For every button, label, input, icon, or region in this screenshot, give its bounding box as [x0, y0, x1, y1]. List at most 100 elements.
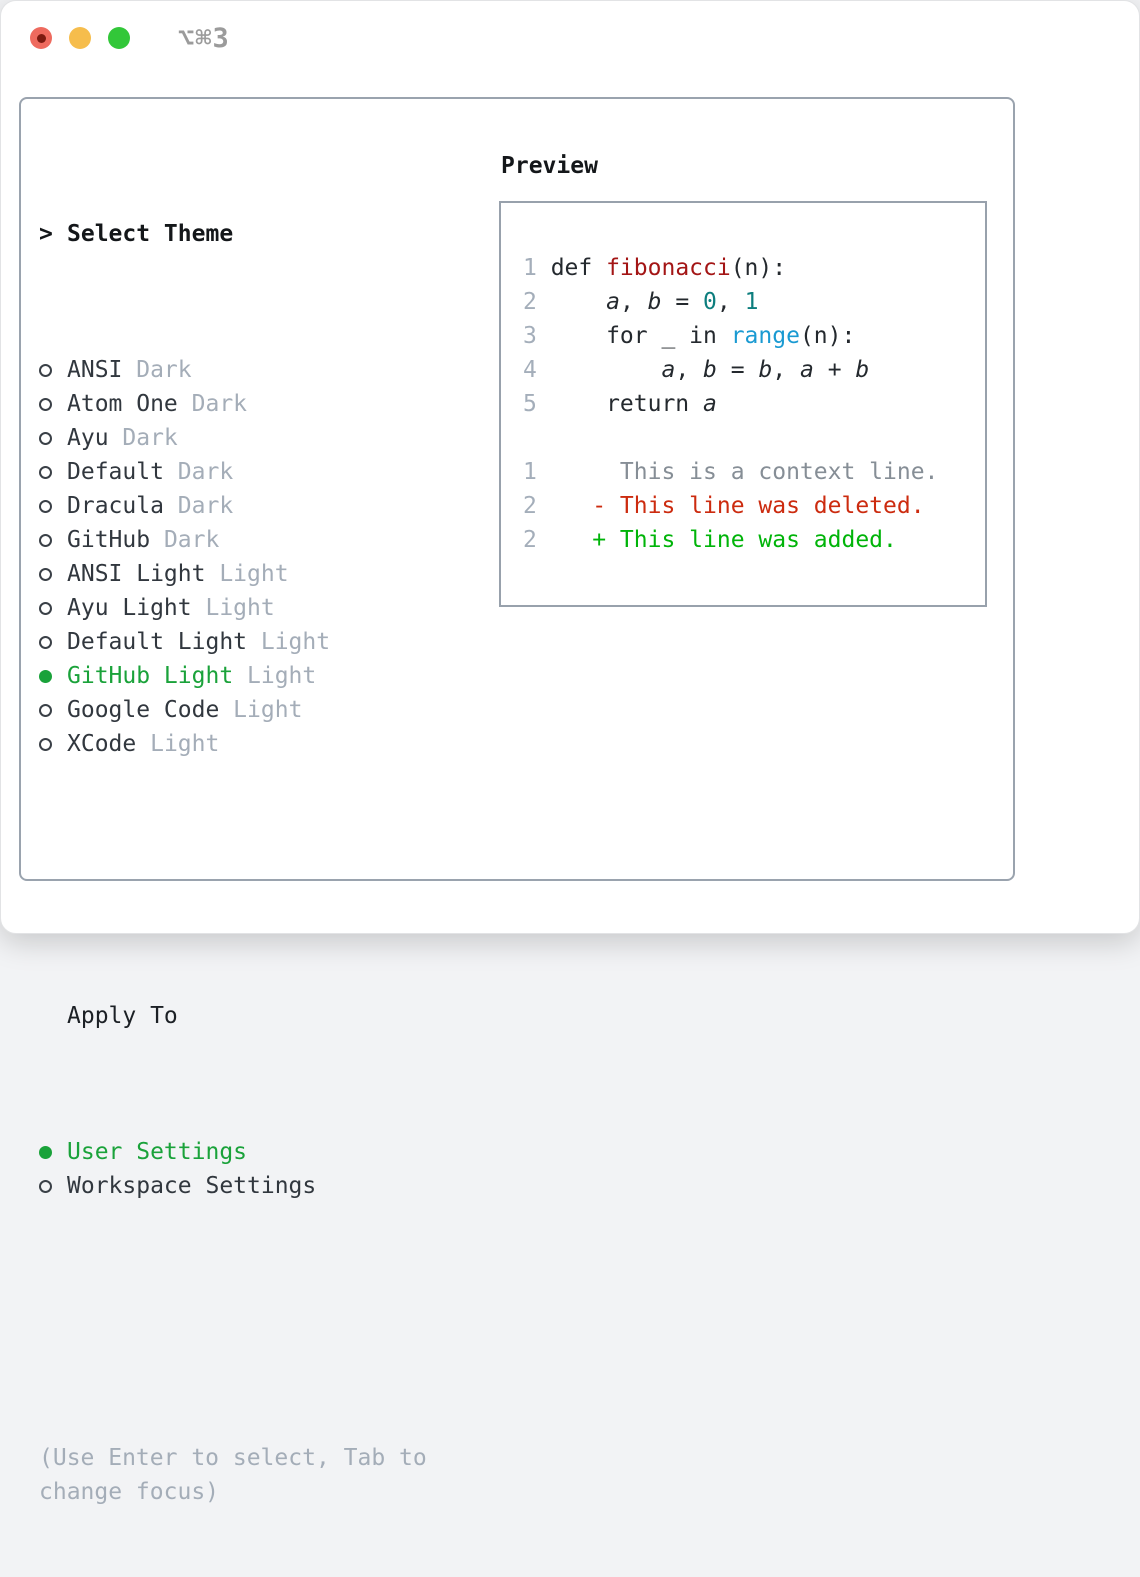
theme-option-google-code[interactable]: Google Code Light	[39, 693, 499, 727]
radio-icon[interactable]	[39, 568, 67, 581]
code-token: range	[731, 323, 800, 349]
theme-option-label: Default	[67, 455, 164, 489]
code-token: 1	[745, 289, 759, 315]
radio-icon[interactable]	[39, 364, 67, 377]
theme-option-xcode[interactable]: XCode Light	[39, 727, 499, 761]
preview-line: 2 + This line was added.	[523, 523, 985, 557]
radio-icon[interactable]	[39, 466, 67, 479]
radio-icon[interactable]	[39, 738, 67, 751]
code-token: b	[758, 357, 772, 383]
theme-option-github-light[interactable]: GitHub Light Light	[39, 659, 499, 693]
select-theme-header: > Select Theme	[39, 217, 499, 251]
code-token	[551, 357, 662, 383]
code-token: b	[855, 357, 869, 383]
code-token: - This line was deleted.	[551, 493, 925, 519]
line-number: 2	[523, 489, 551, 523]
code-token: b	[703, 357, 717, 383]
window-title: ⌥⌘3	[178, 23, 230, 54]
code-token: a	[800, 357, 814, 383]
traffic-lights	[30, 27, 130, 49]
code-token: ,	[717, 289, 745, 315]
code-token: =	[717, 357, 759, 383]
radio-icon[interactable]	[39, 398, 67, 411]
theme-option-ansi-light[interactable]: ANSI Light Light	[39, 557, 499, 591]
code-token: This is a context line.	[551, 459, 939, 485]
preview-line: 4 a, b = b, a + b	[523, 353, 985, 387]
radio-icon[interactable]	[39, 432, 67, 445]
code-token: def	[551, 255, 606, 281]
theme-option-ayu[interactable]: Ayu Dark	[39, 421, 499, 455]
apply-option-label: User Settings	[67, 1135, 247, 1169]
code-token: 0	[703, 289, 717, 315]
theme-option-label: Ayu	[67, 421, 109, 455]
code-token: for _ in	[551, 323, 731, 349]
theme-option-ansi[interactable]: ANSI Dark	[39, 353, 499, 387]
line-number: 1	[523, 455, 551, 489]
preview-line	[523, 421, 985, 455]
radio-icon[interactable]	[39, 602, 67, 615]
keyboard-hint: (Use Enter to select, Tab to change focu…	[39, 1441, 499, 1509]
theme-option-tag: Light	[247, 625, 330, 659]
zoom-button[interactable]	[108, 27, 130, 49]
theme-option-label: Ayu Light	[67, 591, 192, 625]
theme-option-default-light[interactable]: Default Light Light	[39, 625, 499, 659]
preview-line: 1 This is a context line.	[523, 455, 985, 489]
radio-icon[interactable]	[39, 1180, 67, 1193]
radio-icon[interactable]	[39, 1146, 67, 1159]
code-token: return	[551, 391, 703, 417]
theme-option-tag: Dark	[164, 455, 233, 489]
radio-icon[interactable]	[39, 534, 67, 547]
theme-option-label: Default Light	[67, 625, 247, 659]
preview-line: 2 a, b = 0, 1	[523, 285, 985, 319]
theme-option-tag: Light	[233, 659, 316, 693]
theme-option-tag: Dark	[150, 523, 219, 557]
theme-option-tag: Light	[205, 557, 288, 591]
close-button[interactable]	[30, 27, 52, 49]
line-number: 2	[523, 523, 551, 557]
line-number: 1	[523, 251, 551, 285]
code-token: + This line was added.	[551, 527, 897, 553]
apply-option-user-settings[interactable]: User Settings	[39, 1135, 499, 1169]
radio-icon[interactable]	[39, 704, 67, 717]
preview-title: Preview	[501, 149, 1013, 183]
code-token: fibonacci	[606, 255, 731, 281]
theme-option-tag: Light	[219, 693, 302, 727]
theme-option-label: GitHub	[67, 523, 150, 557]
code-token: b	[648, 289, 662, 315]
apply-to-header: Apply To	[39, 999, 499, 1033]
preview-line: 2 - This line was deleted.	[523, 489, 985, 523]
theme-option-github[interactable]: GitHub Dark	[39, 523, 499, 557]
apply-to-title: Apply To	[67, 999, 178, 1033]
minimize-button[interactable]	[69, 27, 91, 49]
line-number: 4	[523, 353, 551, 387]
theme-option-default[interactable]: Default Dark	[39, 455, 499, 489]
theme-option-label: Google Code	[67, 693, 219, 727]
theme-option-tag: Dark	[164, 489, 233, 523]
theme-option-ayu-light[interactable]: Ayu Light Light	[39, 591, 499, 625]
line-number: 2	[523, 285, 551, 319]
code-token: a	[606, 289, 620, 315]
preview-line: 5 return a	[523, 387, 985, 421]
code-token	[551, 289, 606, 315]
radio-icon[interactable]	[39, 500, 67, 513]
radio-icon[interactable]	[39, 670, 67, 683]
apply-option-workspace-settings[interactable]: Workspace Settings	[39, 1169, 499, 1203]
theme-option-label: XCode	[67, 727, 136, 761]
prompt-chevron: >	[39, 217, 67, 251]
radio-icon[interactable]	[39, 636, 67, 649]
code-token: +	[814, 357, 856, 383]
theme-option-tag: Light	[136, 727, 219, 761]
theme-option-label: GitHub Light	[67, 659, 233, 693]
code-token: (n):	[731, 255, 786, 281]
line-number: 3	[523, 319, 551, 353]
theme-option-atom-one[interactable]: Atom One Dark	[39, 387, 499, 421]
apply-option-label: Workspace Settings	[67, 1169, 316, 1203]
theme-option-label: ANSI	[67, 353, 122, 387]
theme-option-dracula[interactable]: Dracula Dark	[39, 489, 499, 523]
